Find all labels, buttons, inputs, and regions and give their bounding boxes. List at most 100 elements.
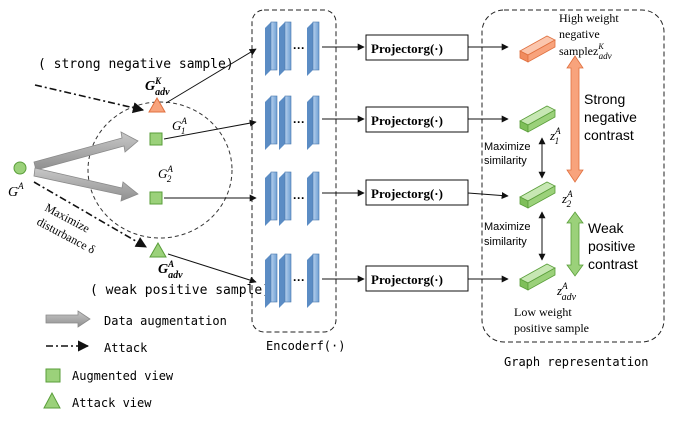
positive-attack-view-triangle	[149, 241, 167, 258]
graph-representation-label: Graph representation	[504, 355, 649, 369]
weak-positive-sample-label: ( weak positive sample)	[90, 283, 270, 298]
augmented-view-2-square	[149, 191, 163, 205]
legend-attack-view: Attack view	[43, 391, 152, 410]
legend-gray-arrow-icon	[45, 310, 91, 328]
source-graph-node	[13, 161, 27, 175]
strong-contrast-label-3: contrast	[584, 127, 634, 143]
projector-label-1: Projectorg(·)	[371, 41, 443, 56]
ga-sup: A	[17, 181, 24, 191]
projector-label-3: Projectorg(·)	[371, 186, 443, 201]
legend-attack-label: Attack	[104, 341, 148, 355]
encoder-label: Encoderf(·)	[266, 339, 345, 353]
max-sim-label-1a: Maximize	[484, 141, 530, 153]
encoder-stack-1: ···	[265, 21, 320, 76]
legend-data-augmentation-label: Data augmentation	[104, 314, 227, 328]
augmented-view-1-square	[149, 132, 163, 146]
max-sim-label-2b: similarity	[484, 236, 527, 248]
zadv-base: z	[556, 283, 562, 298]
negative-attack-view-triangle	[148, 96, 166, 113]
strong-contrast-label-2: negative	[584, 109, 637, 125]
z1-base: z	[549, 128, 555, 143]
arrow-view1-to-encoder	[163, 119, 257, 140]
arrow-projector3-to-rep	[467, 192, 509, 200]
z2-representation-bar	[519, 181, 556, 209]
max-sim-label-1b: similarity	[484, 155, 527, 167]
z1-sub: 1	[555, 136, 560, 146]
max-sim-label-2a: Maximize	[484, 221, 530, 233]
g1-sup: A	[180, 116, 187, 126]
legend-triangle-icon	[43, 391, 61, 409]
ga-base: G	[8, 185, 18, 200]
strong-contrast-label-1: Strong	[584, 91, 625, 107]
svg-text:···: ···	[293, 191, 305, 205]
projector-label-4: Projectorg(·)	[371, 272, 443, 287]
high-weight-label-2: negative	[559, 27, 600, 41]
legend-square-icon	[45, 368, 61, 383]
weak-contrast-label-1: Weak	[588, 220, 625, 236]
legend: Data augmentation Attack Augmented view …	[43, 310, 227, 410]
svg-text:···: ···	[293, 273, 305, 287]
z2-base: z	[561, 191, 567, 206]
arrow-negative-to-encoder	[165, 48, 257, 104]
attack-arrow-to-positive	[33, 181, 147, 248]
g-adv-k-base: G	[145, 79, 155, 94]
graph-representation-box	[481, 9, 665, 343]
weak-positive-contrast-arrow	[566, 211, 584, 277]
augmentation-arrow-upper	[33, 131, 139, 171]
projector-label-2: Projectorg(·)	[371, 113, 443, 128]
strong-negative-sample-label: ( strong negative sample)	[38, 57, 234, 72]
legend-augmented-view-label: Augmented view	[72, 369, 174, 383]
svg-text:···: ···	[293, 41, 305, 55]
legend-augmented-view: Augmented view	[45, 368, 174, 383]
arrow-positive-to-encoder	[167, 253, 257, 284]
legend-data-augmentation: Data augmentation	[45, 310, 227, 328]
z2-sub: 2	[567, 199, 572, 209]
weak-contrast-label-3: contrast	[588, 256, 638, 272]
high-weight-label-1: High weight	[559, 11, 619, 25]
negative-representation-bar	[519, 35, 556, 63]
zadv-sup: A	[561, 281, 568, 291]
encoder-stack-3: ···	[265, 171, 320, 226]
g2-sub: 2	[167, 174, 172, 184]
z1-representation-bar	[519, 105, 556, 133]
high-weight-z-base: samplez	[559, 44, 598, 58]
z1-sup: A	[554, 126, 561, 136]
weak-contrast-label-2: positive	[588, 238, 636, 254]
legend-attack-view-label: Attack view	[72, 396, 152, 410]
low-weight-label-1: Low weight	[514, 305, 572, 319]
encoder-stack-2: ···	[265, 95, 320, 150]
attack-arrow-to-negative	[34, 84, 145, 114]
svg-text:···: ···	[293, 115, 305, 129]
augmentation-circle	[87, 101, 233, 239]
encoder-stack-4: ···	[265, 253, 320, 308]
projector-box-1: Projectorg(·)	[365, 34, 469, 61]
projector-box-3: Projectorg(·)	[365, 179, 469, 206]
projector-box-2: Projectorg(·)	[365, 106, 469, 133]
g-adv-k-sub: adv	[155, 87, 170, 98]
zadv-representation-bar	[519, 263, 556, 291]
strong-negative-contrast-arrow	[566, 55, 584, 183]
g1-base: G	[172, 118, 182, 133]
g-adv-a-sup: A	[167, 259, 174, 269]
z2-sup: A	[566, 189, 573, 199]
zadv-sub: adv	[562, 292, 577, 303]
high-z-sub: adv	[599, 51, 612, 61]
augmentation-arrow-lower	[33, 167, 139, 202]
legend-attack: Attack	[46, 340, 148, 355]
low-weight-label-2: positive sample	[514, 321, 589, 335]
g-adv-a-base: G	[158, 262, 168, 277]
g-adv-k-sup: K	[154, 76, 162, 86]
g1-sub: 1	[181, 126, 186, 136]
projector-box-4: Projectorg(·)	[365, 265, 469, 292]
g2-sup: A	[166, 164, 173, 174]
high-z-sup: K	[597, 42, 604, 51]
